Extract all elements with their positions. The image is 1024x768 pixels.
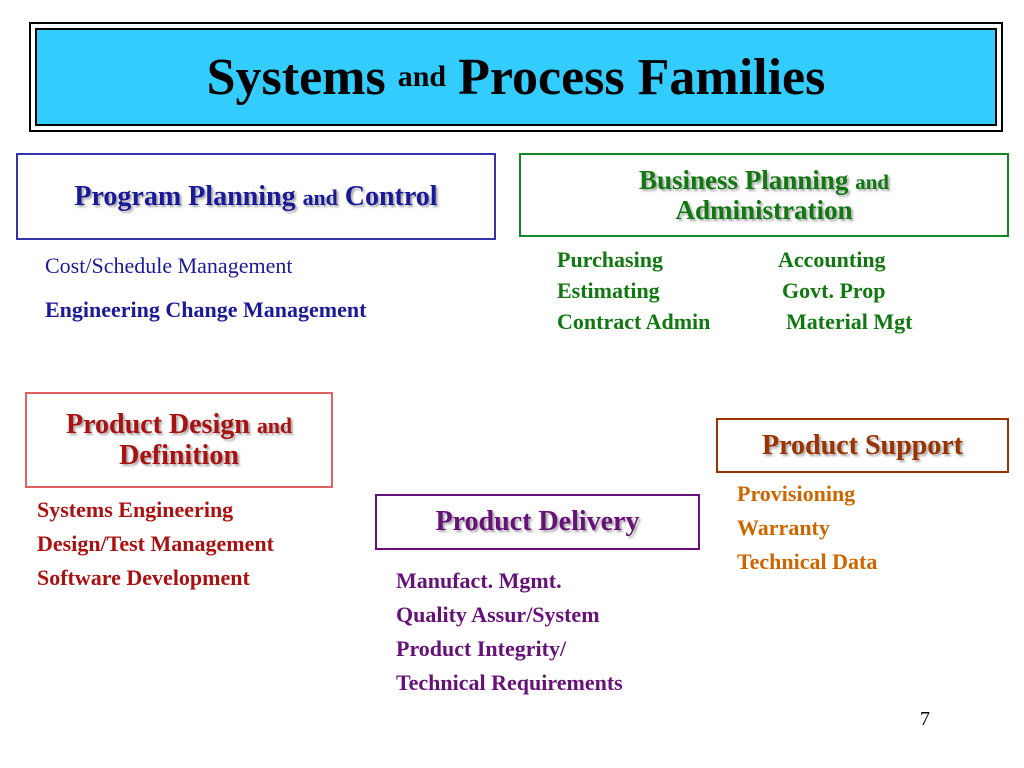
list-item: Purchasing xyxy=(557,247,663,272)
list-item: Software Development xyxy=(37,565,250,590)
business-planning-box: Business Planning and Administration xyxy=(519,153,1009,237)
list-item: Technical Requirements xyxy=(396,670,623,695)
product-design-connector: and xyxy=(256,413,293,438)
product-delivery-items: Manufact. Mgmt. Quality Assur/System Pro… xyxy=(396,564,623,700)
program-planning-connector: and xyxy=(302,185,338,210)
list-item: Technical Data xyxy=(737,549,878,574)
business-planning-title-b: Administration xyxy=(675,195,853,225)
title-main-left: Systems xyxy=(206,48,386,106)
page-number: 7 xyxy=(920,708,930,730)
program-planning-box: Program Planning and Control xyxy=(16,153,496,240)
business-planning-connector: and xyxy=(855,169,890,194)
product-design-title-a: Product Design xyxy=(65,408,250,440)
product-design-title-b: Definition xyxy=(119,440,239,471)
list-item: Systems Engineering xyxy=(37,497,234,522)
title-frame xyxy=(29,22,1003,132)
list-item: Engineering Change Management xyxy=(45,297,367,322)
program-planning-title-a: Program Planning xyxy=(74,180,296,212)
title-connector: and xyxy=(397,60,447,93)
product-delivery-title: Product Delivery xyxy=(435,506,640,538)
business-planning-items-col1: Purchasing Estimating Contract Admin xyxy=(557,244,710,337)
business-planning-title-a: Business Planning xyxy=(638,164,849,195)
list-item: Estimating xyxy=(557,278,660,303)
list-item: Provisioning xyxy=(737,481,856,506)
list-item: Contract Admin xyxy=(557,309,711,334)
list-item: Manufact. Mgmt. xyxy=(396,568,562,593)
list-item: Warranty xyxy=(737,515,830,540)
list-item: Quality Assur/System xyxy=(396,602,600,627)
list-item: Govt. Prop xyxy=(782,278,886,303)
business-planning-items-col2: Accounting Govt. Prop Material Mgt xyxy=(778,244,912,337)
product-support-title: Product Support xyxy=(762,429,963,461)
list-item: Accounting xyxy=(778,247,886,272)
product-delivery-box: Product Delivery xyxy=(375,494,700,550)
list-item: Product Integrity/ xyxy=(396,636,567,661)
list-item: Material Mgt xyxy=(786,309,913,334)
list-item: Cost/Schedule Management xyxy=(45,253,293,278)
slide-title: Systems and Process Families xyxy=(35,28,997,126)
product-design-items: Systems Engineering Design/Test Manageme… xyxy=(37,493,274,595)
title-main-right: Process Families xyxy=(458,48,826,106)
program-planning-title-b: Control xyxy=(344,180,438,212)
product-design-box: Product Design and Definition xyxy=(25,392,333,488)
program-planning-items: Cost/Schedule Management Engineering Cha… xyxy=(45,244,366,332)
list-item: Design/Test Management xyxy=(37,531,274,556)
product-support-box: Product Support xyxy=(716,418,1009,473)
product-support-items: Provisioning Warranty Technical Data xyxy=(737,477,877,579)
